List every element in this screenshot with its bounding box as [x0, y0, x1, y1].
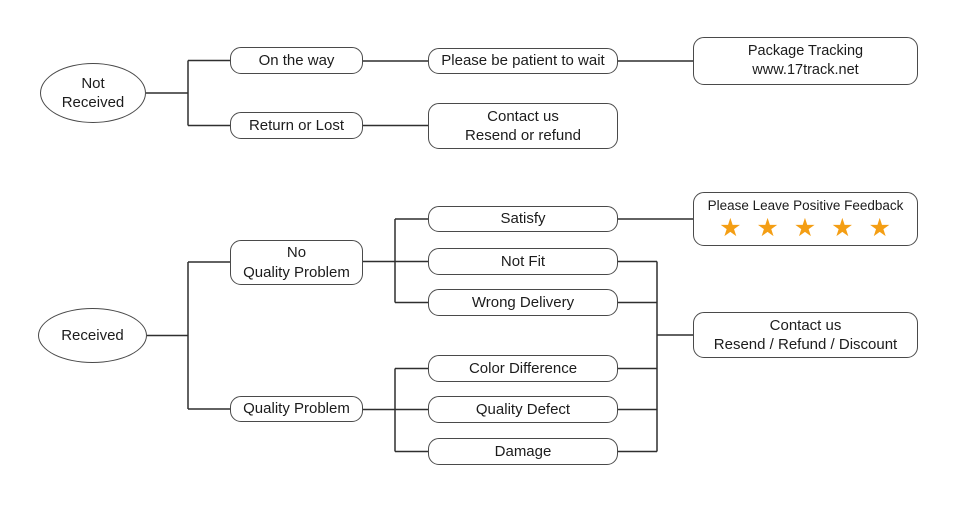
node-color-difference: Color Difference — [428, 355, 618, 382]
node-not-received: Not Received — [40, 63, 146, 123]
node-please-be-patient: Please be patient to wait — [428, 48, 618, 74]
node-on-the-way: On the way — [230, 47, 363, 74]
node-damage: Damage — [428, 438, 618, 465]
node-not-fit: Not Fit — [428, 248, 618, 275]
node-positive-feedback: Please Leave Positive Feedback ★ ★ ★ ★ ★ — [693, 192, 918, 246]
node-return-or-lost: Return or Lost — [230, 112, 363, 139]
node-contact-resend-refund: Contact us Resend or refund — [428, 103, 618, 149]
node-wrong-delivery: Wrong Delivery — [428, 289, 618, 316]
node-no-quality-problem: No Quality Problem — [230, 240, 363, 285]
node-received: Received — [38, 308, 147, 363]
feedback-title: Please Leave Positive Feedback — [707, 198, 904, 213]
node-package-tracking: Package Tracking www.17track.net — [693, 37, 918, 85]
node-quality-defect: Quality Defect — [428, 396, 618, 423]
node-quality-problem: Quality Problem — [230, 396, 363, 422]
five-star-rating-icon: ★ ★ ★ ★ ★ — [719, 214, 892, 243]
node-contact-resend-refund-discount: Contact us Resend / Refund / Discount — [693, 312, 918, 358]
node-satisfy: Satisfy — [428, 206, 618, 232]
